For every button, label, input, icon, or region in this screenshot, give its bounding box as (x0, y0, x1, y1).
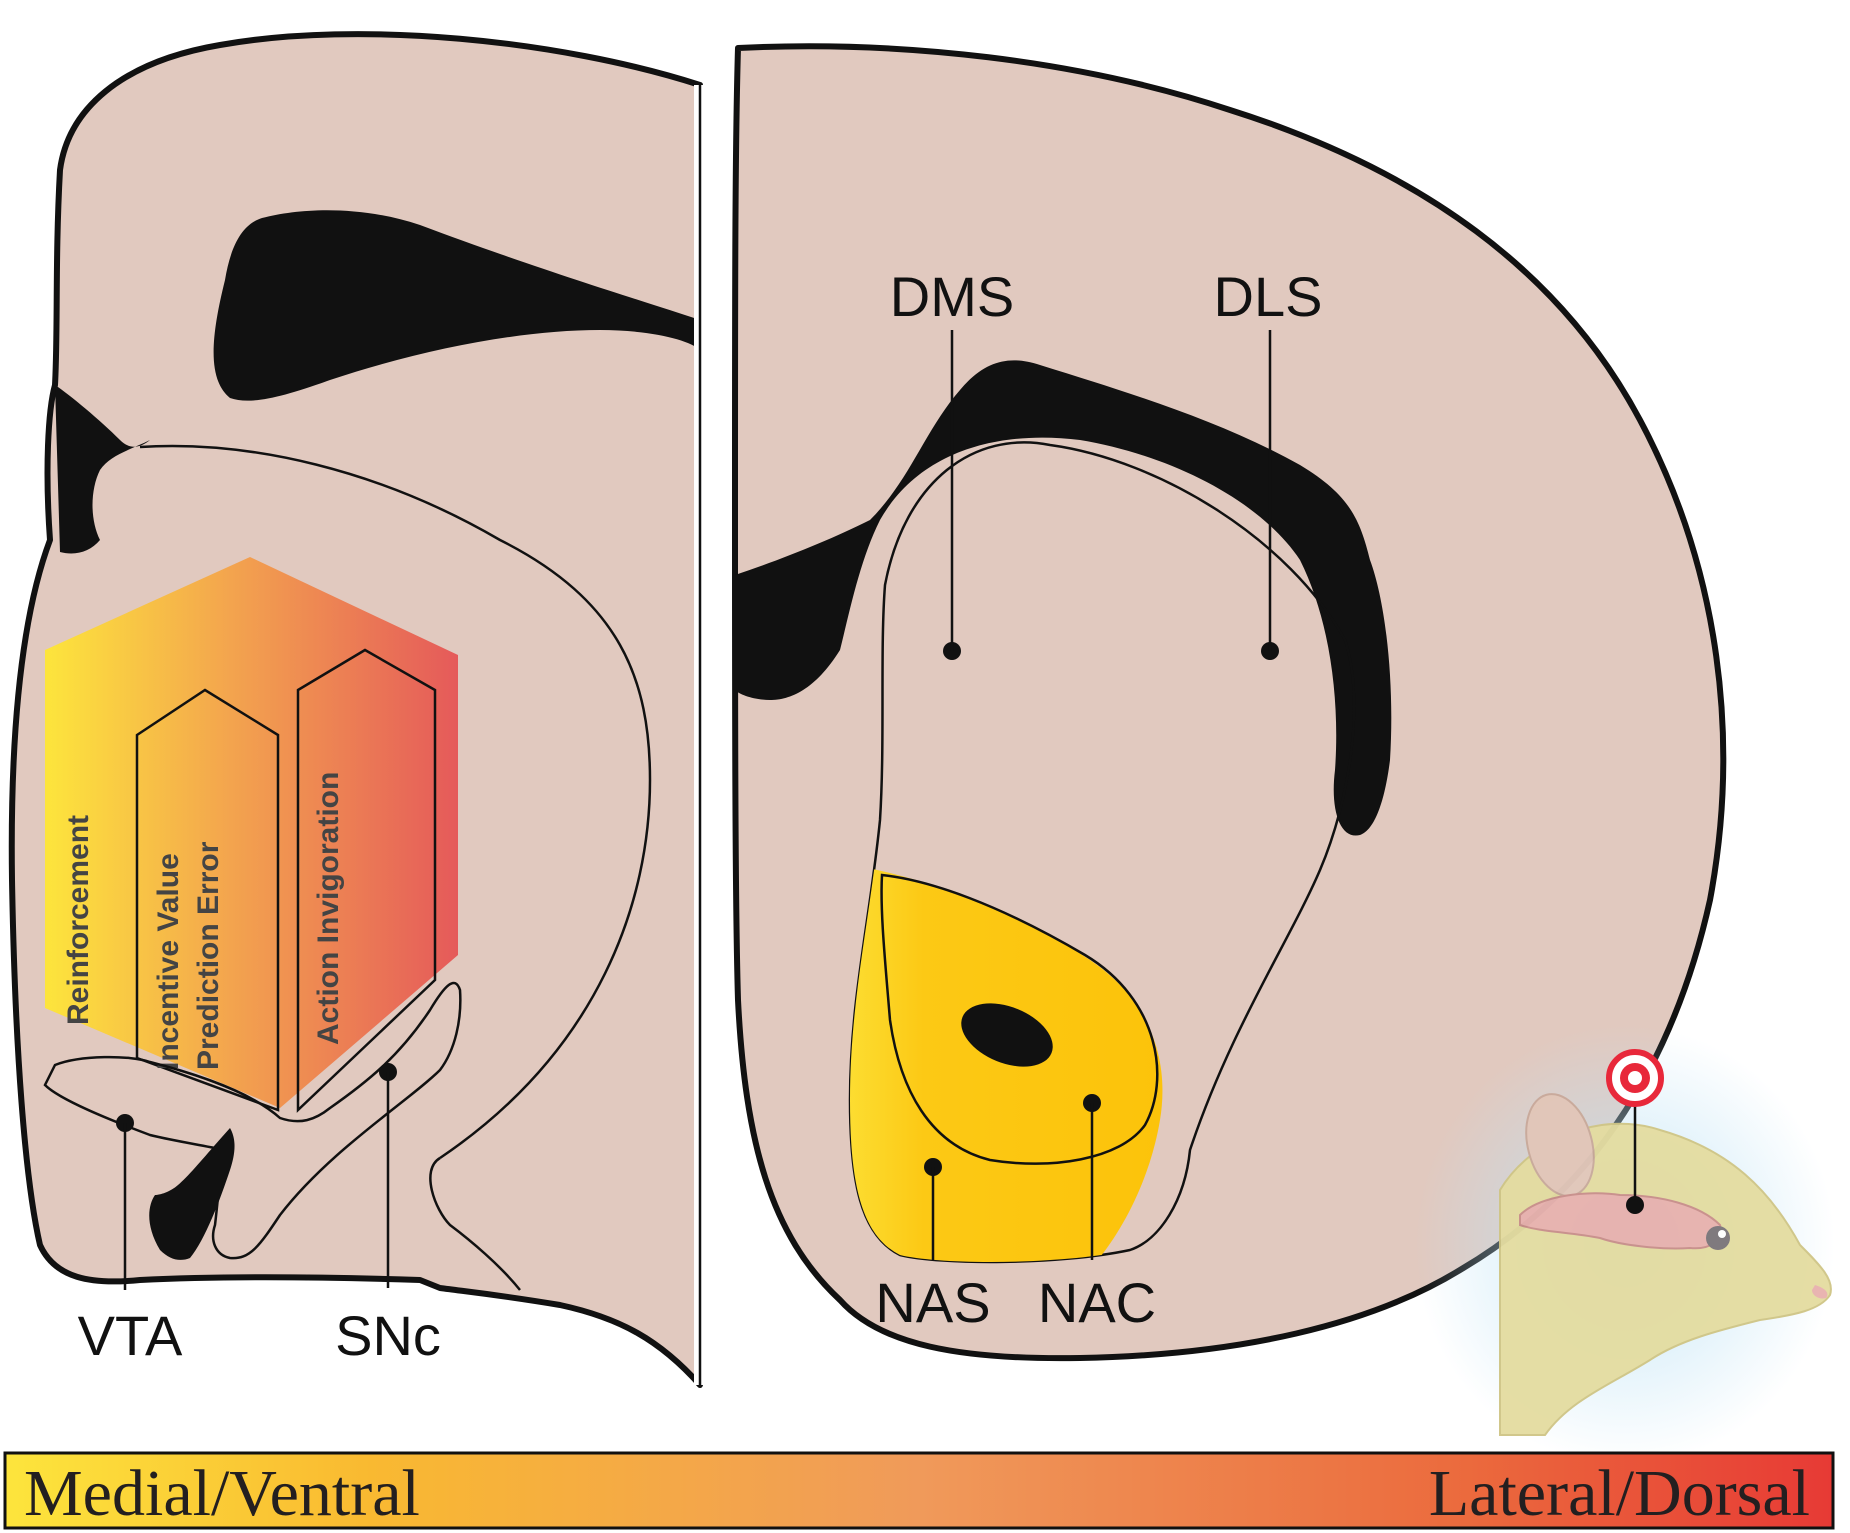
rodent-head-icon (1499, 1093, 1832, 1436)
label-incentive-value: Incentive Value (152, 853, 185, 1070)
label-medial-ventral: Medial/Ventral (24, 1457, 420, 1530)
label-nac: NAC (1038, 1271, 1156, 1334)
invigoration-arrow-outline (296, 648, 437, 1113)
ventral-striatum-yellow (850, 860, 1163, 1262)
function-hexagon (45, 557, 458, 1108)
incentive-arrow-outline (135, 688, 280, 1112)
target-point (1626, 1196, 1644, 1214)
label-snc: SNc (335, 1304, 441, 1367)
forebrain-section: DMS DLS NAS NAC (732, 43, 1727, 1362)
label-lateral-dorsal: Lateral/Dorsal (1429, 1457, 1810, 1530)
gradient-bar (3, 1451, 1835, 1530)
label-action-invigoration: Action Invigoration (312, 772, 345, 1045)
anterior-commissure (961, 1003, 1053, 1067)
function-panel: Reinforcement Incentive Value Prediction… (45, 557, 458, 1113)
midline-ventricle (55, 385, 150, 554)
midbrain-contour (139, 444, 652, 1160)
label-nas: NAS (875, 1271, 990, 1334)
external-capsule (735, 360, 1392, 836)
rodent-inset (1415, 1025, 1835, 1465)
medial-lemniscus-black (149, 1128, 235, 1260)
label-vta: VTA (78, 1304, 183, 1367)
label-prediction-error: Prediction Error (192, 841, 225, 1070)
nac-core-outline (880, 873, 1159, 1165)
dopamine-nuclei: VTA SNc (43, 981, 462, 1367)
label-dls: DLS (1214, 265, 1323, 328)
white-matter-tract (213, 210, 700, 401)
medial-lateral-gradient-bar: Medial/Ventral Lateral/Dorsal (3, 1451, 1835, 1530)
target-marker-icon (1606, 1049, 1664, 1107)
label-dms: DMS (890, 265, 1014, 328)
label-reinforcement: Reinforcement (62, 815, 95, 1025)
cerebral-peduncle-contour (429, 1156, 521, 1291)
